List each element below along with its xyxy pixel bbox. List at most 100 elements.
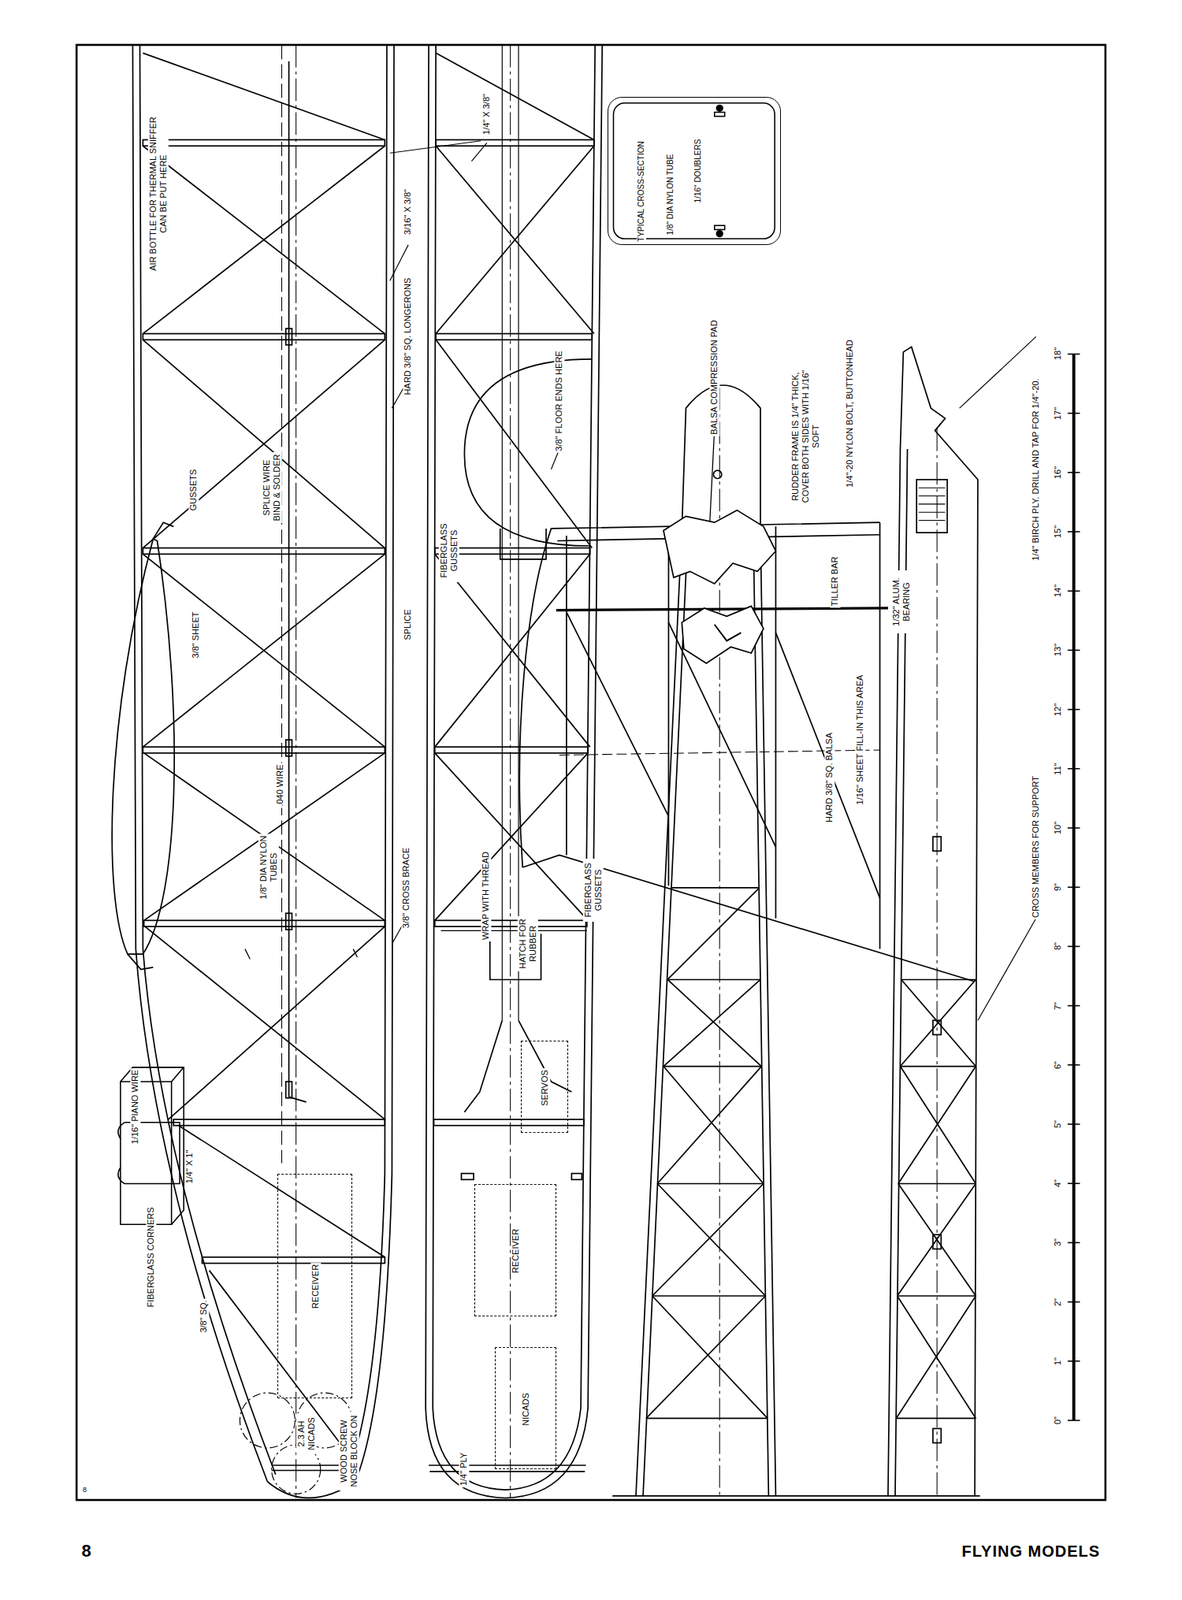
- scale-bar-part: [1067, 590, 1081, 592]
- fuselage-top-view-part: [500, 528, 547, 560]
- part-label: SPLICE: [403, 607, 414, 642]
- fuselage-top-view-part: [432, 44, 595, 1491]
- part-label: TILLER BAR: [829, 555, 841, 609]
- frame: [76, 44, 1106, 1501]
- sheet-number-holder: 8: [81, 1486, 89, 1495]
- dimension: 3/8" SQ.: [198, 1298, 209, 1335]
- part-label: GUSSETS: [189, 467, 200, 513]
- tail-boom-side-view-part: [897, 1295, 977, 1298]
- note: 1/4" BIRCH PLY. DRILL AND TAP FOR 1/4"-2…: [1030, 376, 1041, 562]
- fuselage-top-view-part: [428, 1464, 586, 1467]
- corner-detail-part: [120, 1067, 184, 1225]
- fuselage-top-view-part: [434, 753, 588, 921]
- box-label-holder: SERVOS: [539, 1068, 551, 1108]
- part-label: 1/16" PIANO WIRE: [130, 1068, 142, 1146]
- fuselage-side-view-part: [144, 926, 385, 1120]
- scale-number: 1": [1053, 1356, 1064, 1368]
- scale-number-holder: 12": [1053, 702, 1064, 718]
- scale-number-holder: 11": [1053, 761, 1064, 777]
- scale-number-holder: 14": [1053, 583, 1064, 599]
- tail-boom-top-view-part: [667, 979, 761, 982]
- part-label-holder: HARD 3/8" SQ. LONGERONS: [403, 276, 414, 398]
- corner-detail-part: [120, 1081, 172, 1225]
- scale-number: 3": [1053, 1237, 1064, 1249]
- note-holder: 1/4" BIRCH PLY. DRILL AND TAP FOR 1/4"-2…: [1030, 376, 1041, 562]
- scale-bar-part: [1067, 709, 1081, 711]
- fuselage-top-view-part: [435, 339, 592, 548]
- part-label: FIBERGLASS GUSSETS: [582, 858, 603, 922]
- fuselage-side-view-part: [286, 739, 293, 757]
- corner-detail: [118, 1067, 184, 1225]
- tail-boom-side-view-part: [888, 346, 978, 1496]
- equipment-box: RECEIVER: [474, 1184, 557, 1317]
- scale-bar-part: [1067, 1360, 1081, 1363]
- leader-line-part: [959, 336, 1037, 409]
- scale-number: 17": [1053, 405, 1064, 422]
- part-label-holder: SPLICE: [403, 607, 414, 642]
- part-label-holder: 1/32" ALUM. BEARING: [891, 570, 912, 634]
- fuselage-side-view-part: [111, 538, 175, 955]
- tail-boom-side-view-part: [899, 1066, 976, 1185]
- fuselage-top-view: [425, 44, 603, 1498]
- scale-bar-part: [1067, 1064, 1081, 1067]
- part-label-holder: FIBERGLASS CORNERS: [145, 1205, 157, 1309]
- fuselage-side-view-part: [132, 44, 268, 1483]
- fin-rudder-part: [565, 535, 568, 855]
- fuselage-top-view-part: [517, 44, 519, 1021]
- tail-boom-side-view-part: [932, 836, 941, 852]
- fin-rudder-part: [714, 624, 742, 642]
- tail-boom-top-view: [635, 385, 776, 1497]
- fin-rudder-part: [668, 622, 776, 848]
- tail-boom-top-view-part: [657, 1183, 764, 1186]
- scale-bar-part: [1067, 1242, 1081, 1245]
- scale-bar-part: [1067, 1419, 1081, 1422]
- tail-boom-side-view-part: [897, 1296, 977, 1419]
- scale-number: 2": [1053, 1297, 1064, 1309]
- fin-rudder-part: [775, 526, 777, 919]
- box-label-holder: TYPICAL CROSS-SECTION: [636, 139, 647, 243]
- note-holder: 3/8" FLOOR ENDS HERE: [553, 349, 565, 453]
- fuselage-top-view-part: [435, 334, 592, 341]
- fin-rudder-part: [775, 632, 880, 899]
- scale-bar-part: [1067, 886, 1081, 889]
- fuselage-top-view-part: [429, 1471, 585, 1473]
- tail-boom-side-view-part: [932, 1020, 941, 1035]
- scale-bar-part: [1067, 472, 1081, 474]
- fuselage-top-view-part: [509, 44, 511, 1498]
- fin-rudder-part: [522, 854, 975, 982]
- fin-rudder-part: [556, 608, 889, 611]
- part-label-holder: FIBERGLASS GUSSETS: [438, 519, 460, 583]
- fin-rudder-part: [879, 522, 881, 949]
- fuselage-side-view-part: [142, 553, 385, 748]
- fuselage-side-view-part: [142, 339, 385, 548]
- dimension: 1/4" PLY: [459, 1451, 470, 1488]
- tail-boom-top-view-part: [657, 1066, 762, 1185]
- scale-number: 11": [1053, 761, 1064, 777]
- part-label-holder: GUSSETS: [189, 467, 200, 513]
- tail-boom-side-view-part: [932, 1428, 941, 1443]
- dimension-holder: 3/8" SQ.: [198, 1298, 209, 1335]
- scale-number-holder: 16": [1053, 464, 1064, 481]
- scale-number-holder: 17": [1053, 405, 1064, 422]
- note: 3/8" FLOOR ENDS HERE: [553, 349, 565, 453]
- fuselage-top-view-part: [435, 145, 595, 334]
- scale-number-holder: 7": [1053, 1000, 1064, 1012]
- fuselage-side-view-part: [142, 334, 385, 341]
- fuselage-side-view-part: [281, 44, 283, 1164]
- tail-boom-top-view-part: [663, 1066, 764, 1185]
- fuselage-side-view-part: [346, 44, 387, 1476]
- scale-number: 12": [1053, 702, 1064, 718]
- part-label: 1/4"-20 NYLON BOLT, BUTTONHEAD: [844, 338, 855, 490]
- scale-number-holder: 13": [1053, 642, 1064, 658]
- scale-number: 13": [1053, 642, 1064, 658]
- leader-line-part: [977, 918, 1037, 1022]
- tail-boom-side-view-part: [916, 479, 948, 533]
- note-holder: RUDDER FRAME IS 1/4" THICK, COVER BOTH S…: [791, 357, 823, 516]
- fuselage-top-view-part: [571, 1174, 582, 1181]
- scale-number-holder: 8": [1053, 940, 1064, 952]
- part-label-holder: 3/8" CROSS BRACE: [401, 846, 412, 930]
- dimension: 3/8" SHEET: [190, 609, 201, 660]
- part-label: HARD 3/8" SQ. LONGERONS: [403, 276, 414, 398]
- scale-number: 9": [1053, 881, 1064, 893]
